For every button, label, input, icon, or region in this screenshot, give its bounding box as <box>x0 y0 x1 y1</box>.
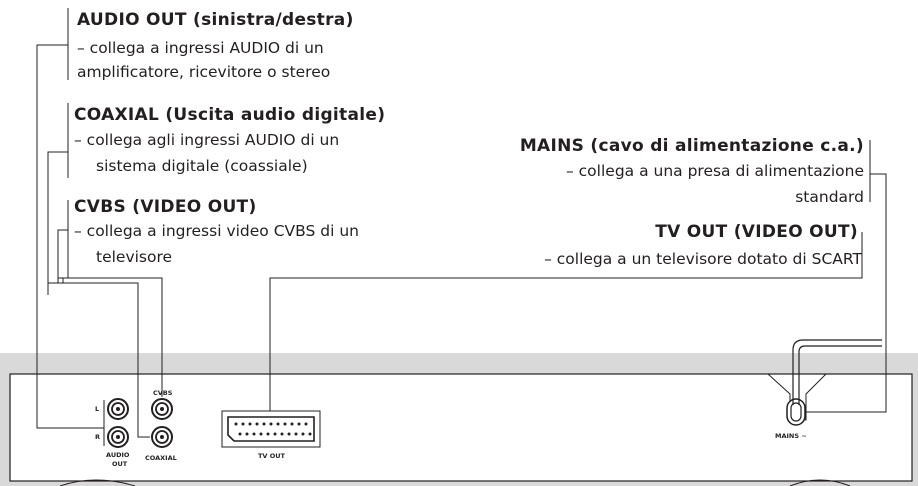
mains-line1: – collega a una presa di alimentazione <box>565 162 864 180</box>
audio-right-label: R <box>95 433 101 441</box>
cvbs-line2: televisore <box>96 248 173 266</box>
cvbs-leader <box>57 229 68 279</box>
tv-out-leader <box>269 232 863 411</box>
coaxial-panel-label: COAXIAL <box>145 454 177 462</box>
mains-socket <box>767 373 827 426</box>
scart-connector <box>221 410 321 448</box>
out-label: OUT <box>112 460 128 468</box>
mains-panel-label: MAINS ~ <box>775 432 807 440</box>
device-foot-left <box>59 479 136 486</box>
cvbs-line1: – collega a ingressi video CVBS di un <box>74 222 359 240</box>
tv-out-title: TV OUT (VIDEO OUT) <box>655 222 858 242</box>
device-foot-right <box>789 479 851 486</box>
audio-left-label: L <box>95 405 100 413</box>
coaxial-jack <box>151 426 173 448</box>
cvbs-title: CVBS (VIDEO OUT) <box>74 197 257 217</box>
audio-out-line2: amplificatore, ricevitore o stereo <box>77 63 331 81</box>
coaxial-leader <box>47 151 68 262</box>
audio-label: AUDIO <box>106 451 130 459</box>
coaxial-line1: – collega agli ingressi AUDIO di un <box>74 131 340 149</box>
audio-out-title: AUDIO OUT (sinistra/destra) <box>77 10 354 30</box>
tv-out-line1: – collega a un televisore dotato di SCAR… <box>544 250 862 268</box>
coaxial-line2: sistema digitale (coassiale) <box>96 157 308 175</box>
audio-out-leader <box>36 44 104 429</box>
leader-lines <box>36 8 887 446</box>
mains-cable <box>792 339 882 405</box>
cvbs-panel-label: CVBS <box>153 389 173 397</box>
coaxial-title: COAXIAL (Uscita audio digitale) <box>74 105 386 125</box>
mains-leader <box>806 173 887 413</box>
tv-out-panel-label: TV OUT <box>258 452 285 460</box>
cvbs-jack <box>151 398 173 420</box>
audio-right-jack <box>107 426 129 448</box>
mains-line2: standard <box>795 188 864 206</box>
audio-left-jack <box>107 398 129 420</box>
audio-out-line1: – collega a ingressi AUDIO di un <box>77 39 324 57</box>
device-body <box>9 373 913 482</box>
mains-title: MAINS (cavo di alimentazione c.a.) <box>519 136 864 156</box>
